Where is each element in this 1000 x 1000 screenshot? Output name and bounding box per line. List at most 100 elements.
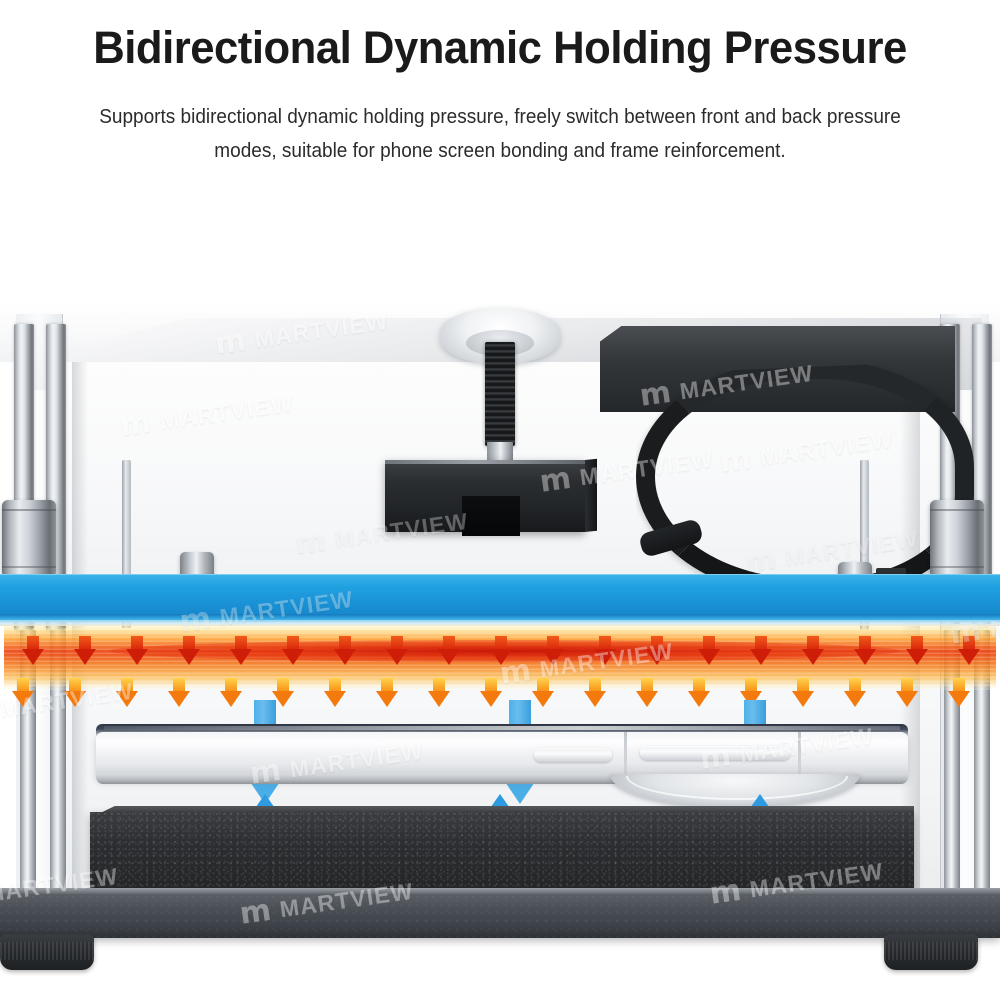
heat-arrow — [792, 678, 814, 708]
arrow-shaft — [433, 678, 445, 693]
heat-arrow — [438, 636, 460, 666]
arrow-head — [428, 691, 450, 707]
arrow-head — [334, 649, 356, 665]
header-block: Bidirectional Dynamic Holding Pressure S… — [0, 0, 1000, 300]
heating-plate-lip — [0, 620, 1000, 626]
arrow-head — [386, 649, 408, 665]
heat-arrow — [376, 678, 398, 708]
arrow-head — [636, 691, 658, 707]
heat-arrow — [126, 636, 148, 666]
post-collar-right — [930, 500, 984, 578]
arrow-shaft — [225, 678, 237, 693]
heat-arrow — [646, 636, 668, 666]
heat-arrow — [844, 678, 866, 708]
arrow-head — [854, 649, 876, 665]
arrow-head — [168, 691, 190, 707]
arrow-head — [802, 649, 824, 665]
arrow-head — [698, 649, 720, 665]
arrow-head — [272, 691, 294, 707]
heat-arrow — [854, 636, 876, 666]
arrow-shaft — [443, 636, 455, 651]
arrow-shaft — [277, 678, 289, 693]
arrow-shaft — [911, 636, 923, 651]
heat-arrow — [178, 636, 200, 666]
page-subtitle: Supports bidirectional dynamic holding p… — [99, 106, 901, 162]
heat-arrow — [480, 678, 502, 708]
arrow-shaft — [745, 678, 757, 693]
lower-post-right-outer — [974, 630, 990, 918]
arrow-shaft — [807, 636, 819, 651]
arrow-shaft — [797, 678, 809, 693]
heat-arrow — [282, 636, 304, 666]
arrow-shaft — [641, 678, 653, 693]
arrow-head — [646, 649, 668, 665]
arrow-head — [532, 691, 554, 707]
phone-glass-highlight — [104, 726, 900, 730]
page-title: Bidirectional Dynamic Holding Pressure — [93, 22, 907, 73]
pressure-block-notch — [462, 496, 520, 536]
arrow-shaft — [391, 636, 403, 651]
arrow-head — [490, 649, 512, 665]
arrow-shaft — [17, 678, 29, 693]
arrow-shaft — [381, 678, 393, 693]
machine-photo — [0, 300, 1000, 1000]
arrow-head — [948, 691, 970, 707]
heat-arrow — [802, 636, 824, 666]
heat-arrow — [22, 636, 44, 666]
heat-arrow — [230, 636, 252, 666]
support-rod-left — [122, 460, 131, 628]
heat-arrow — [334, 636, 356, 666]
arrow-head — [376, 691, 398, 707]
heat-arrow — [688, 678, 710, 708]
power-cable — [636, 360, 974, 598]
lower-post-left-inner — [50, 630, 66, 918]
rubber-foot-right — [884, 934, 978, 970]
heat-arrow-row-hot — [0, 636, 1000, 670]
heat-arrow — [896, 678, 918, 708]
arrow-shaft — [599, 636, 611, 651]
heat-arrow — [594, 636, 616, 666]
arrow-shaft — [537, 678, 549, 693]
screw-tip — [487, 442, 513, 462]
arrow-head — [958, 649, 980, 665]
heat-arrow — [958, 636, 980, 666]
heat-arrow — [220, 678, 242, 708]
heating-plate-edge — [0, 614, 1000, 622]
arrow-shaft — [547, 636, 559, 651]
arrow-head — [64, 691, 86, 707]
arrow-shaft — [485, 678, 497, 693]
arrow-head — [116, 691, 138, 707]
arrow-head — [896, 691, 918, 707]
arrow-shaft — [329, 678, 341, 693]
arrow-shaft — [963, 636, 975, 651]
black-foam-pad — [90, 812, 914, 890]
phone-frame-seam-1 — [624, 732, 627, 780]
arrow-shaft — [235, 636, 247, 651]
phone-side-button-large — [640, 746, 790, 760]
arrow-shaft — [495, 636, 507, 651]
phone-side-button-small — [534, 748, 612, 762]
arrow-shaft — [703, 636, 715, 651]
heat-arrow — [636, 678, 658, 708]
arrow-head — [12, 691, 34, 707]
arrow-shaft — [901, 678, 913, 693]
post-collar-left — [2, 500, 56, 578]
arrow-shaft — [79, 636, 91, 651]
arrow-head — [324, 691, 346, 707]
pressure-block-side — [585, 458, 597, 532]
arrow-shaft — [287, 636, 299, 651]
phone-bottom-edge — [96, 774, 908, 784]
arrow-shaft — [131, 636, 143, 651]
heat-arrow — [948, 678, 970, 708]
arrow-shaft — [589, 678, 601, 693]
arrow-head — [542, 649, 564, 665]
heat-arrow — [906, 636, 928, 666]
arrow-shaft — [755, 636, 767, 651]
heat-arrow — [64, 678, 86, 708]
arrow-head — [74, 649, 96, 665]
arrow-shaft — [849, 678, 861, 693]
arrow-head — [750, 649, 772, 665]
base-plate-top — [0, 888, 1000, 897]
heat-arrow — [116, 678, 138, 708]
arrow-head — [480, 691, 502, 707]
